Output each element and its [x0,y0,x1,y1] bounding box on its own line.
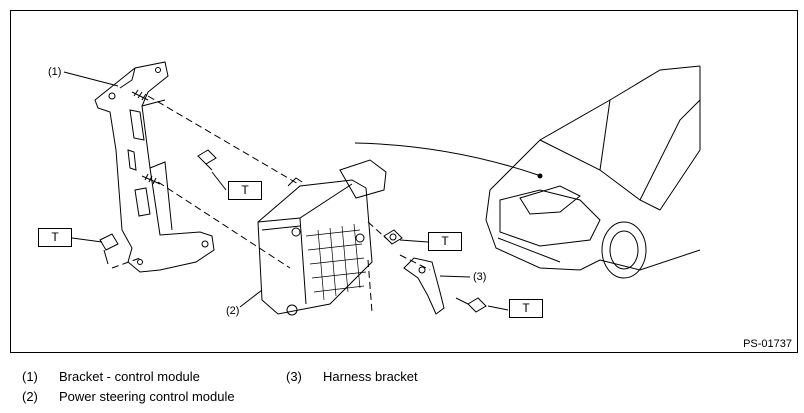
torque-marker-harness-bolt: T [509,299,543,318]
callout-3: (3) [473,271,487,283]
control-module-bracket [94,61,215,273]
legend-text: Bracket - control module [59,369,200,384]
harness-bracket [403,257,445,315]
bracket-studs [131,89,161,185]
legend-text: Power steering control module [59,389,235,404]
alignment-lines [111,95,431,313]
legend-number: (3) [286,369,302,384]
vehicle-outline [485,65,701,279]
legend-text: Harness bracket [323,369,418,384]
legend-number: (2) [22,389,38,404]
torque-marker-lower-bolt: T [38,228,72,247]
figure-id: PS-01737 [743,338,792,350]
callout-2: (2) [226,305,240,317]
legend-item-2: (2) Power steering control module [22,389,282,405]
legend-item-1: (1) Bracket - control module [22,369,262,385]
callout-1: (1) [48,66,62,78]
legend-item-3: (3) Harness bracket [286,369,486,385]
power-steering-control-module [257,159,387,316]
bolts [99,149,487,313]
leader-lines [63,71,539,311]
torque-marker-module-nut: T [428,232,462,251]
torque-marker-bracket-bolt: T [228,181,262,200]
legend-number: (1) [22,369,38,384]
